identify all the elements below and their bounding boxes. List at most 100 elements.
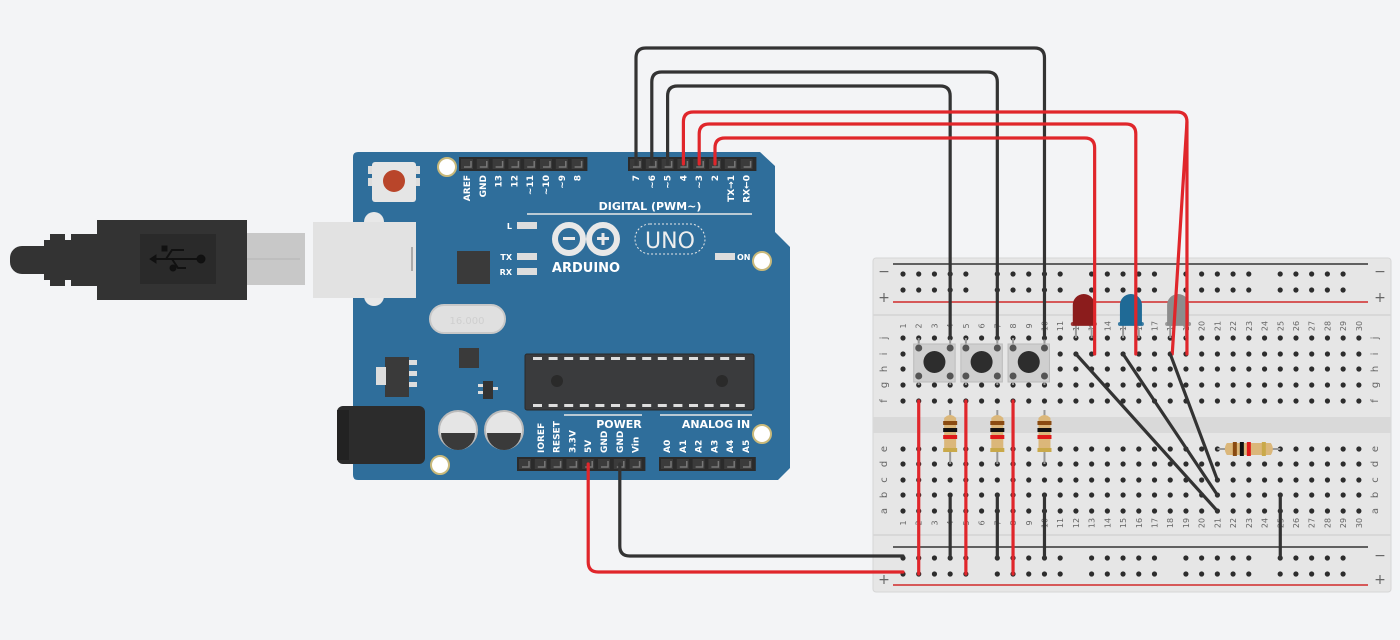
breadboard-hole[interactable] [947, 477, 953, 483]
breadboard-hole[interactable] [947, 398, 953, 404]
rail-hole[interactable] [1324, 271, 1330, 277]
breadboard-hole[interactable] [900, 366, 906, 372]
breadboard-hole[interactable] [1246, 335, 1252, 341]
rail-hole[interactable] [1151, 271, 1158, 277]
breadboard-hole[interactable] [1057, 461, 1063, 467]
breadboard-hole[interactable] [1309, 382, 1315, 388]
breadboard-hole[interactable] [1293, 508, 1299, 514]
breadboard-hole[interactable] [931, 335, 938, 341]
rail-hole[interactable] [1214, 287, 1220, 293]
rail-hole[interactable] [1026, 571, 1032, 577]
breadboard-hole[interactable] [1340, 492, 1346, 498]
breadboard-hole[interactable] [1293, 398, 1299, 404]
breadboard-hole[interactable] [1356, 461, 1362, 467]
breadboard-hole[interactable] [1199, 398, 1205, 404]
rail-hole[interactable] [1324, 287, 1330, 293]
breadboard-hole[interactable] [1151, 508, 1158, 514]
breadboard-hole[interactable] [1230, 461, 1236, 467]
button-cap[interactable] [1017, 351, 1040, 373]
rail-hole[interactable] [963, 271, 969, 277]
breadboard-hole[interactable] [1309, 335, 1315, 341]
rail-hole[interactable] [1293, 287, 1299, 293]
breadboard-hole[interactable] [1309, 477, 1315, 483]
breadboard-hole[interactable] [1057, 335, 1063, 341]
breadboard-hole[interactable] [931, 492, 938, 498]
breadboard-hole[interactable] [1057, 366, 1063, 372]
rail-hole[interactable] [1324, 555, 1330, 561]
breadboard-hole[interactable] [994, 477, 1000, 483]
breadboard-hole[interactable] [931, 461, 938, 467]
breadboard-hole[interactable] [1199, 461, 1205, 467]
breadboard-hole[interactable] [1324, 461, 1331, 467]
rail-hole[interactable] [1041, 571, 1048, 577]
breadboard-hole[interactable] [1167, 382, 1173, 388]
breadboard-hole[interactable] [1230, 335, 1236, 341]
rail-hole[interactable] [1230, 287, 1236, 293]
rail-hole[interactable] [1340, 571, 1346, 577]
breadboard-hole[interactable] [1309, 508, 1315, 514]
breadboard-hole[interactable] [1026, 335, 1032, 341]
rail-hole[interactable] [1214, 555, 1220, 561]
rail-hole[interactable] [931, 571, 938, 577]
breadboard-hole[interactable] [1246, 366, 1252, 372]
wire-5v-to-rail[interactable] [586, 462, 905, 574]
breadboard-hole[interactable] [1230, 398, 1236, 404]
breadboard-hole[interactable] [1151, 351, 1158, 357]
rail-hole[interactable] [1057, 271, 1063, 277]
breadboard-hole[interactable] [1340, 382, 1346, 388]
rail-hole[interactable] [1026, 271, 1032, 277]
rail-hole[interactable] [1136, 555, 1142, 561]
breadboard-hole[interactable] [1089, 477, 1095, 483]
breadboard-hole[interactable] [979, 398, 985, 404]
resistor-2[interactable] [990, 410, 1005, 464]
breadboard-hole[interactable] [1104, 446, 1110, 452]
breadboard-hole[interactable] [1183, 461, 1189, 467]
breadboard-hole[interactable] [1089, 461, 1095, 467]
header-pin[interactable] [566, 459, 579, 469]
breadboard-hole[interactable] [1104, 351, 1110, 357]
header-pin[interactable] [555, 159, 568, 169]
rail-hole[interactable] [1293, 571, 1299, 577]
breadboard-hole[interactable] [900, 382, 906, 388]
breadboard-hole[interactable] [1246, 461, 1252, 467]
breadboard-hole[interactable] [1230, 382, 1236, 388]
breadboard-hole[interactable] [1057, 477, 1063, 483]
breadboard-hole[interactable] [1324, 366, 1331, 372]
breadboard-hole[interactable] [1261, 461, 1268, 467]
rail-hole[interactable] [1230, 271, 1236, 277]
breadboard-hole[interactable] [1324, 477, 1331, 483]
breadboard-hole[interactable] [900, 508, 906, 514]
wire-pin6-to-button2[interactable] [650, 70, 999, 340]
rail-hole[interactable] [1230, 571, 1236, 577]
breadboard-hole[interactable] [1073, 446, 1079, 452]
header-pin[interactable] [661, 459, 673, 469]
breadboard-hole[interactable] [1120, 477, 1126, 483]
rail-hole[interactable] [1104, 271, 1110, 277]
breadboard-hole[interactable] [1340, 351, 1346, 357]
rail-hole[interactable] [1104, 571, 1110, 577]
header-pin[interactable] [571, 159, 584, 169]
resistor-3[interactable] [1037, 410, 1052, 464]
rail-hole[interactable] [1340, 555, 1346, 561]
rail-hole[interactable] [1277, 287, 1283, 293]
breadboard-hole[interactable] [1309, 492, 1315, 498]
breadboard-hole[interactable] [1261, 398, 1268, 404]
breadboard-hole[interactable] [1073, 508, 1079, 514]
breadboard-hole[interactable] [1183, 382, 1189, 388]
rail-hole[interactable] [1010, 287, 1016, 293]
button-3[interactable] [1007, 338, 1050, 385]
breadboard-hole[interactable] [1073, 366, 1079, 372]
breadboard-hole[interactable] [1340, 398, 1346, 404]
breadboard-hole[interactable] [1356, 492, 1362, 498]
breadboard-hole[interactable] [1167, 461, 1173, 467]
breadboard-hole[interactable] [1309, 398, 1315, 404]
wire-led-red-to-ground[interactable] [1074, 352, 1219, 513]
breadboard-hole[interactable] [1277, 382, 1283, 388]
breadboard-hole[interactable] [1261, 335, 1268, 341]
breadboard-hole[interactable] [1199, 477, 1205, 483]
rail-hole[interactable] [1120, 271, 1126, 277]
header-pin[interactable] [461, 159, 473, 169]
breadboard-hole[interactable] [1293, 351, 1299, 357]
